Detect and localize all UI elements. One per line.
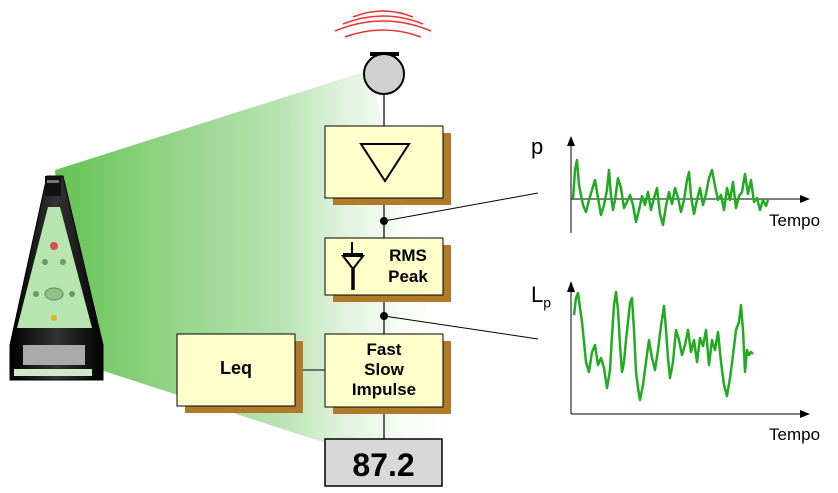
microphone-icon — [363, 52, 405, 95]
impulse-label: Impulse — [351, 380, 417, 399]
level-axis-label-sub: p — [543, 294, 552, 311]
level-signal-trace — [572, 290, 754, 402]
fast-label: Fast — [366, 340, 402, 359]
amplifier-triangle-icon — [359, 143, 411, 183]
level-graph-axes — [567, 281, 810, 418]
leq-label: Leq — [219, 358, 252, 378]
level-axis-label-main: L — [531, 282, 544, 307]
amplifier-block — [324, 125, 451, 205]
detector-icon — [340, 242, 366, 290]
pressure-axis-label: p — [531, 134, 544, 159]
level-readout: 87.2 — [352, 447, 415, 483]
peak-label: Peak — [388, 267, 428, 286]
sound-level-meter-device-icon — [9, 175, 104, 381]
leader-line-level — [383, 315, 539, 340]
time-weighting-block — [324, 333, 451, 414]
rms-peak-block — [324, 237, 451, 302]
display-box — [324, 438, 443, 487]
leq-block — [176, 333, 325, 413]
pressure-graph-axes — [567, 136, 810, 233]
leader-line-pressure — [383, 192, 539, 222]
level-axis-label: Lp — [531, 282, 551, 310]
sound-waves-icon — [334, 10, 432, 38]
level-time-axis-label: Tempo — [769, 425, 821, 444]
rms-label: RMS — [389, 246, 427, 265]
pressure-signal-trace — [571, 158, 770, 227]
pressure-time-axis-label: Tempo — [769, 211, 821, 230]
slow-label: Slow — [364, 360, 404, 379]
